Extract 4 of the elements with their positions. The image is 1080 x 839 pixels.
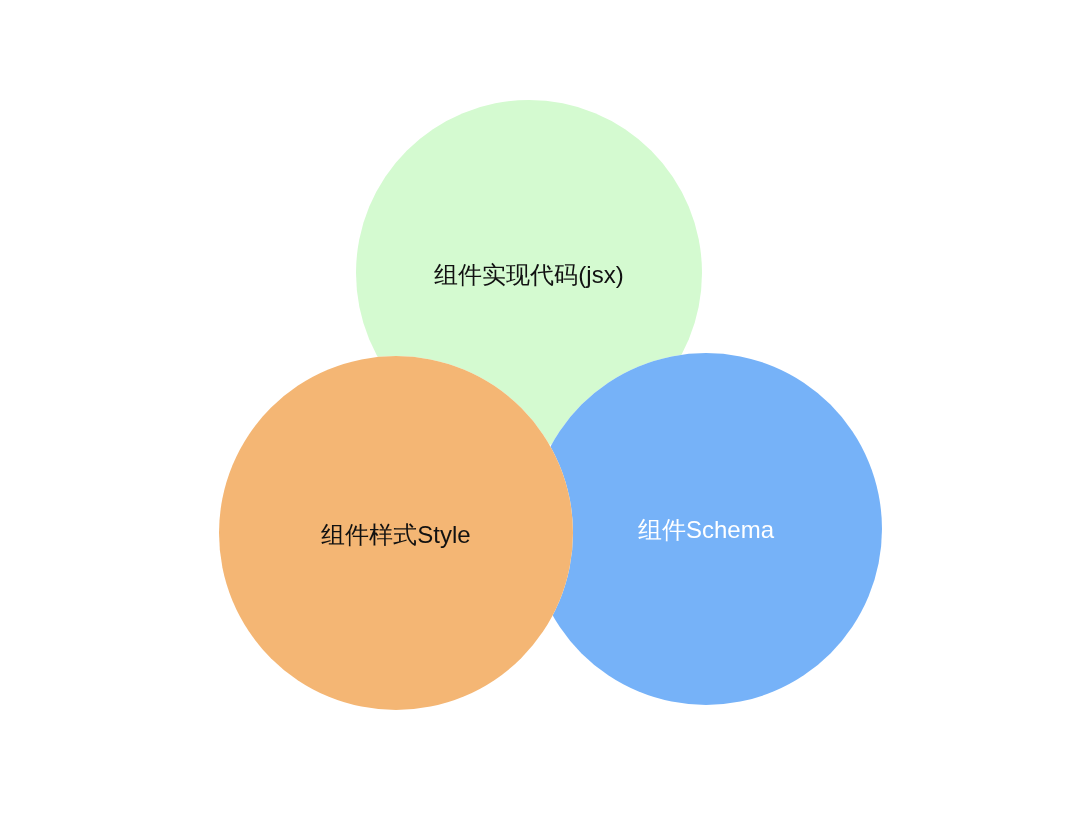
venn-circle <box>219 356 573 710</box>
circle-label: 组件样式Style <box>321 520 471 550</box>
circle-label: 组件实现代码(jsx) <box>434 260 624 290</box>
circle-label: 组件Schema <box>638 515 774 545</box>
